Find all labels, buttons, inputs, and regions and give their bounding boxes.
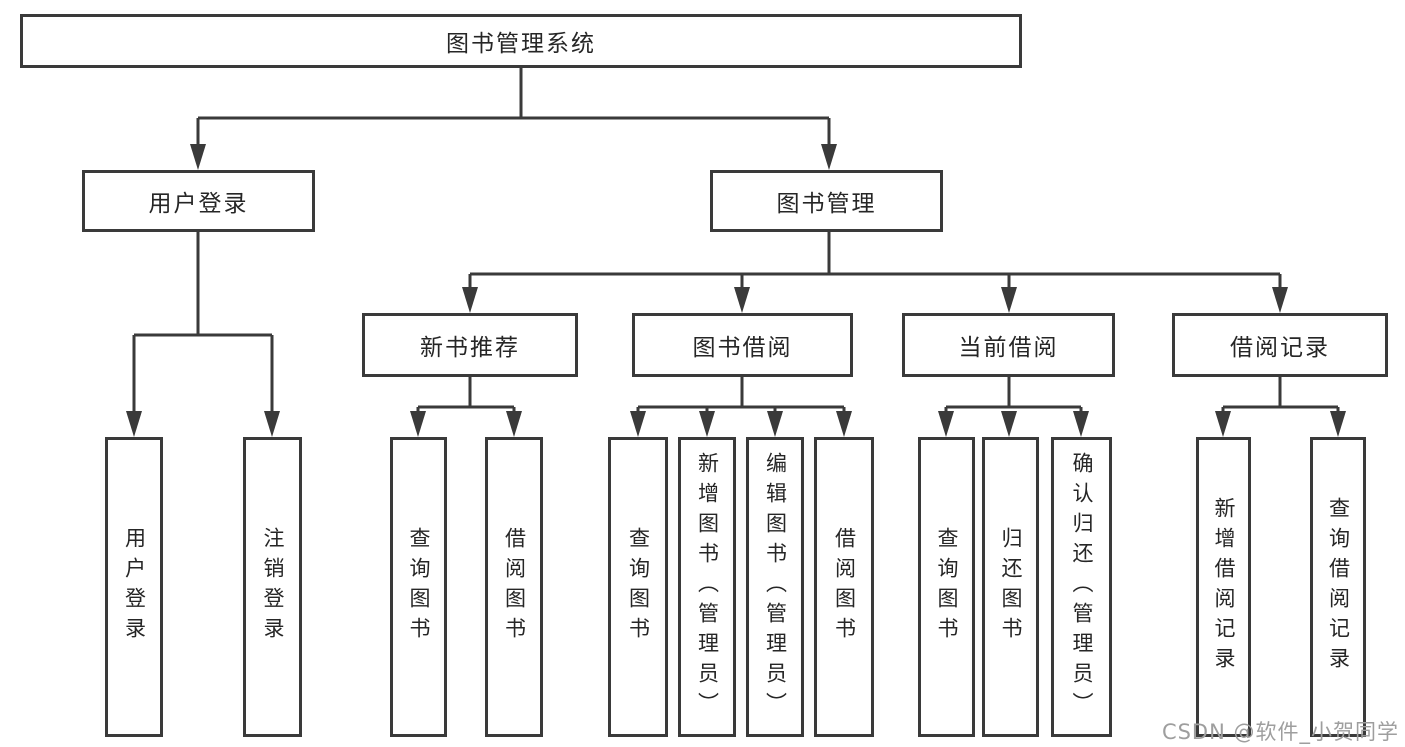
arrowhead [1073, 411, 1089, 437]
connector-root [196, 68, 831, 150]
node-label: 编辑图书（管理员） [763, 452, 788, 722]
leaf-user-login: 用户登录 [105, 437, 163, 737]
node-label: 查询图书 [626, 527, 651, 647]
node-label: 注销登录 [261, 527, 285, 647]
arrowhead [836, 411, 852, 437]
leaf-borrow-books-recommend: 借阅图书 [485, 437, 543, 737]
node-label: 新书推荐 [420, 335, 520, 361]
leaf-query-books-current: 查询图书 [918, 437, 975, 737]
arrowhead [938, 411, 954, 437]
node-label: 借阅记录 [1230, 335, 1330, 361]
arrowhead [821, 144, 837, 170]
node-label: 用户登录 [148, 191, 249, 217]
node-label: 借阅图书 [832, 527, 857, 647]
node-current-borrowing: 当前借阅 [902, 313, 1115, 377]
node-new-book-recommend: 新书推荐 [362, 313, 578, 377]
arrowhead [1001, 287, 1017, 313]
arrowhead [1330, 411, 1346, 437]
leaf-logout: 注销登录 [243, 437, 302, 737]
arrowhead [630, 411, 646, 437]
leaf-add-borrow-record: 新增借阅记录 [1196, 437, 1251, 737]
arrowhead [410, 411, 426, 437]
connector-current [944, 377, 1083, 415]
leaf-borrow-books: 借阅图书 [814, 437, 874, 737]
node-root-library-system: 图书管理系统 [20, 14, 1022, 68]
node-borrow-records: 借阅记录 [1172, 313, 1388, 377]
connector-recommend [416, 377, 516, 415]
node-label: 图书借阅 [692, 335, 793, 361]
node-label: 图书管理系统 [446, 31, 596, 57]
arrowhead [767, 411, 783, 437]
connector-borrow [636, 377, 846, 415]
node-label: 新增图书（管理员） [695, 452, 720, 722]
arrowhead [506, 411, 522, 437]
arrowhead [126, 411, 142, 437]
arrowhead [1272, 287, 1288, 313]
arrowhead [190, 144, 206, 170]
leaf-query-books-recommend: 查询图书 [390, 437, 447, 737]
node-label: 查询图书 [407, 527, 431, 647]
node-label: 用户登录 [122, 527, 147, 647]
connector-user-branch [132, 232, 274, 415]
arrowhead [699, 411, 715, 437]
arrowhead [1215, 411, 1231, 437]
node-book-management-branch: 图书管理 [710, 170, 943, 232]
arrowhead [1001, 411, 1017, 437]
node-label: 当前借阅 [958, 335, 1059, 361]
node-label: 归还图书 [999, 527, 1023, 647]
leaf-edit-books-admin: 编辑图书（管理员） [746, 437, 804, 737]
connector-records [1221, 377, 1340, 415]
leaf-add-books-admin: 新增图书（管理员） [678, 437, 736, 737]
arrowhead [462, 287, 478, 313]
csdn-watermark: CSDN @软件_小贺同学 [1161, 720, 1399, 744]
leaf-return-books: 归还图书 [982, 437, 1039, 737]
connector-book-branch [468, 232, 1282, 291]
node-book-borrowing: 图书借阅 [632, 313, 853, 377]
leaf-confirm-return-admin: 确认归还（管理员） [1051, 437, 1112, 737]
node-label: 借阅图书 [502, 527, 527, 647]
node-label: 查询借阅记录 [1326, 497, 1351, 677]
leaf-query-borrow-record: 查询借阅记录 [1310, 437, 1366, 737]
leaf-query-books-borrow: 查询图书 [608, 437, 668, 737]
node-user-login-branch: 用户登录 [82, 170, 315, 232]
node-label: 确认归还（管理员） [1070, 452, 1094, 722]
node-label: 查询图书 [935, 527, 959, 647]
arrowhead [734, 287, 750, 313]
node-label: 新增借阅记录 [1212, 497, 1236, 677]
arrowhead [264, 411, 280, 437]
node-label: 图书管理 [776, 191, 877, 217]
